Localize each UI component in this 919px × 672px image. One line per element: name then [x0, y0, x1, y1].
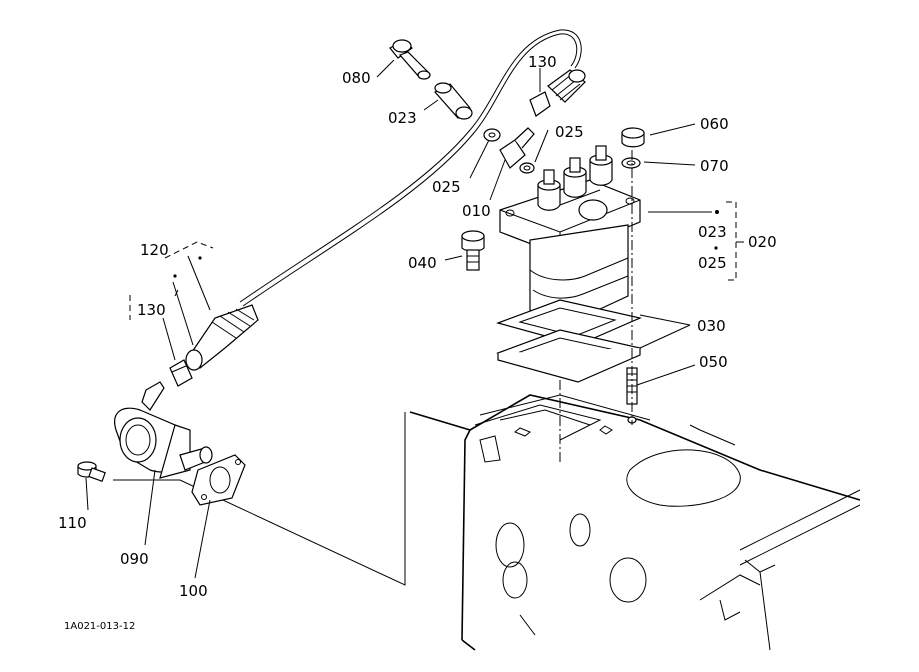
callout-110: 110	[58, 514, 87, 532]
callout-020: 020	[748, 233, 777, 251]
figure-code: 1A021-013-12	[64, 621, 135, 632]
callout-130: 130	[528, 53, 557, 71]
callout-025: 025	[432, 178, 461, 196]
injection-pump	[499, 145, 641, 321]
callout-010: 010	[462, 202, 491, 220]
stud-nut-washer	[559, 127, 645, 465]
engine-block	[409, 394, 861, 651]
callout-023: 023	[388, 109, 417, 127]
dot-marker	[198, 256, 202, 260]
bolt-040	[461, 230, 485, 271]
hose-assembly-left	[169, 304, 259, 387]
gaskets	[496, 299, 642, 383]
callout-030: 030	[697, 317, 726, 335]
pipe-fittings	[389, 39, 586, 174]
callout-labels: 080 023 130 025 025 010 060 070 023 025 …	[58, 53, 777, 632]
dot-marker	[714, 246, 718, 250]
dot-marker	[173, 274, 177, 278]
callout-090: 090	[120, 550, 149, 568]
callout-023: 023	[698, 223, 727, 241]
fuel-return-pipe	[239, 29, 582, 307]
leader-lines	[85, 59, 744, 579]
callout-040: 040	[408, 254, 437, 272]
callout-120: 120	[140, 241, 169, 259]
callout-130: 130	[137, 301, 166, 319]
callout-025: 025	[698, 254, 727, 272]
callout-100: 100	[179, 582, 208, 600]
callout-080: 080	[342, 69, 371, 87]
callout-060: 060	[700, 115, 729, 133]
callout-025: 025	[555, 123, 584, 141]
callout-070: 070	[700, 157, 729, 175]
leader-line-mount	[113, 412, 406, 586]
solenoid-assembly	[77, 381, 246, 506]
callout-050: 050	[699, 353, 728, 371]
dot-marker	[715, 210, 719, 214]
